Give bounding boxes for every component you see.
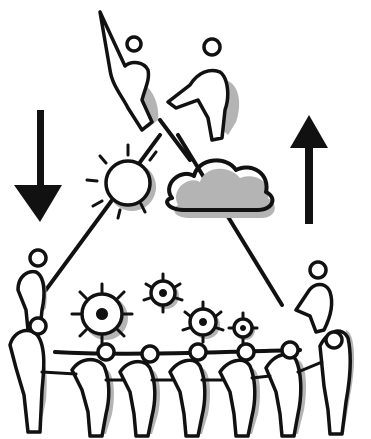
person-icon [168, 39, 239, 140]
person-icon [170, 344, 210, 436]
person-icon [100, 12, 158, 130]
gear-icon [144, 274, 182, 312]
person-icon [320, 330, 354, 434]
cloud-icon [167, 160, 275, 218]
gear-icon [229, 313, 257, 343]
gear-icon [183, 302, 223, 342]
arrow-down-icon [14, 110, 62, 222]
arrow-up-icon [290, 115, 328, 224]
person-icon [220, 344, 260, 436]
gear-icon [72, 284, 132, 344]
person-icon [10, 318, 47, 432]
person-icon [120, 346, 160, 436]
people-row [10, 318, 354, 436]
pyramid-outline [40, 120, 300, 354]
person-icon [266, 342, 306, 436]
person-icon [72, 344, 114, 436]
person-icon [296, 262, 332, 332]
